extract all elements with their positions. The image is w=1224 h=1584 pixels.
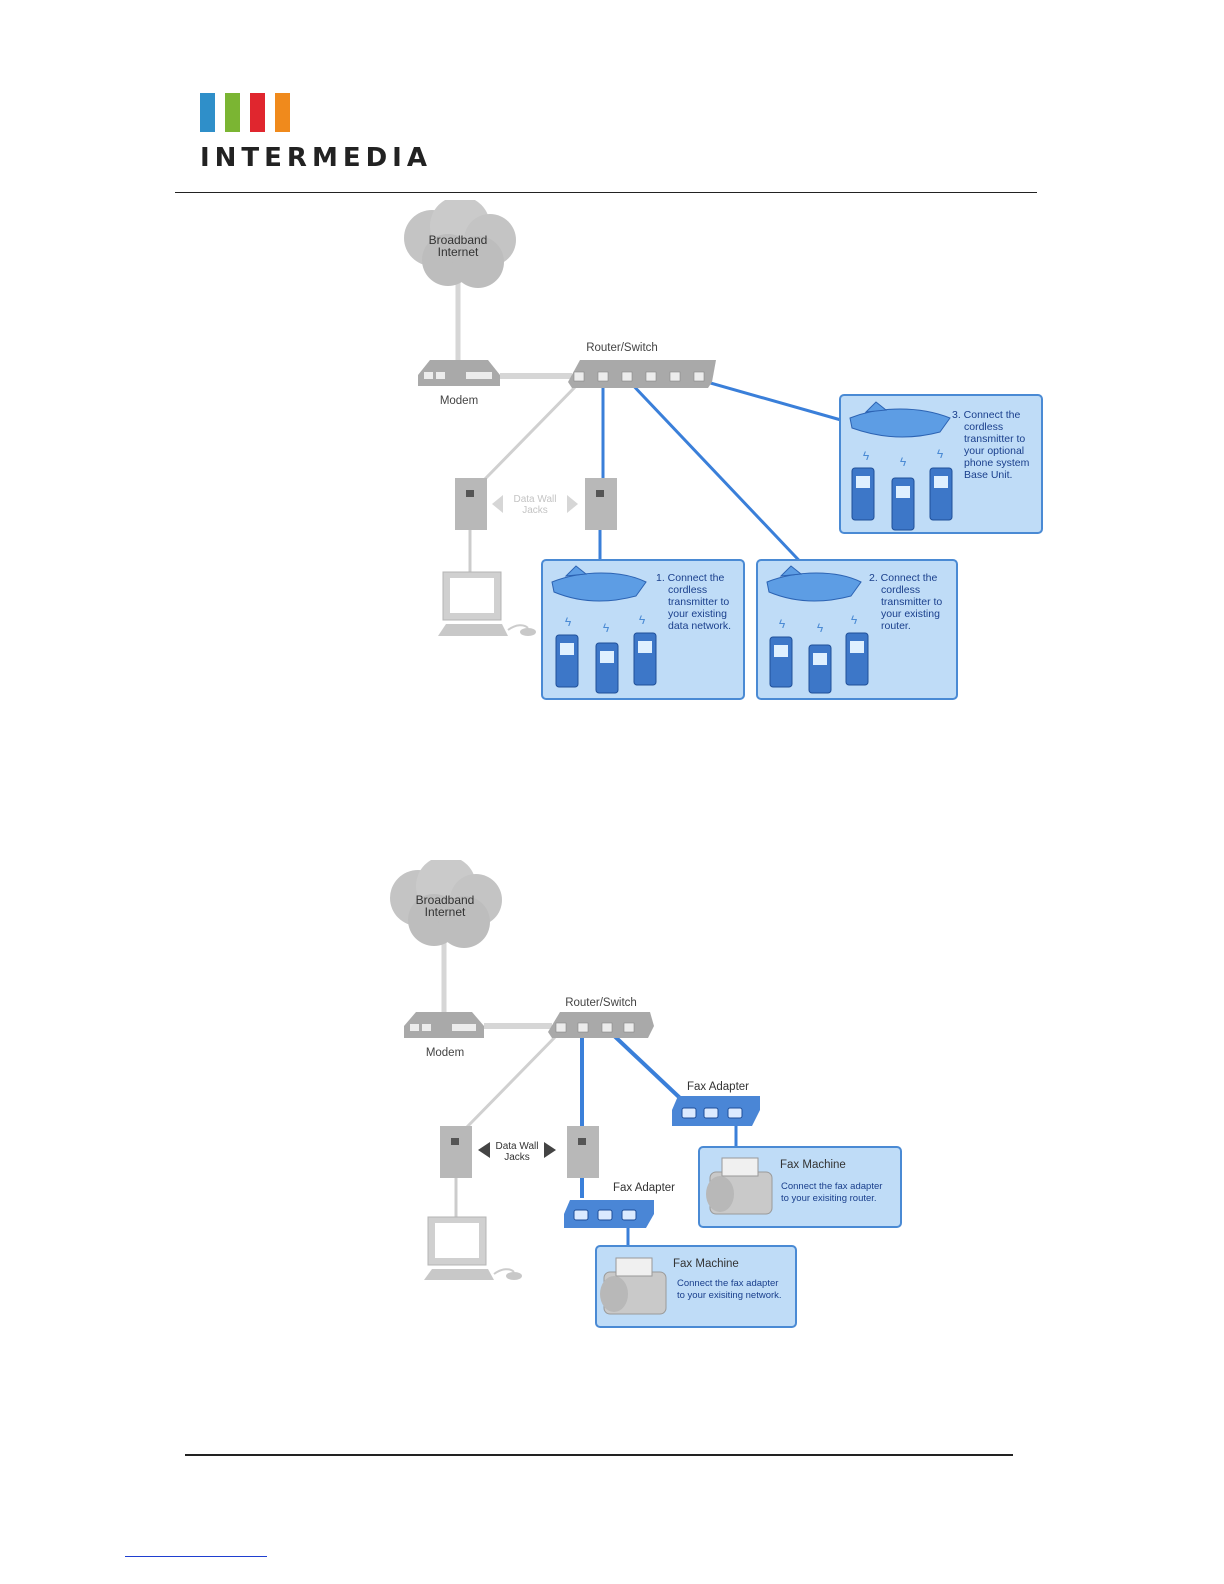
cordless-transmitter-icon xyxy=(551,565,647,602)
router-panel3-cable xyxy=(699,378,849,424)
handset-icon xyxy=(633,632,657,686)
jacks-label-line1: Data Wall xyxy=(514,494,557,505)
router-label: Router/Switch xyxy=(586,342,658,354)
wall-jack-right xyxy=(567,1126,599,1178)
signal-icon: ϟ xyxy=(863,449,870,463)
handset-icon xyxy=(929,467,953,521)
signal-icon: ϟ xyxy=(565,615,572,629)
cordless-transmitter-icon xyxy=(766,565,862,602)
broadband-cloud: Broadband Internet xyxy=(390,860,502,948)
logo-bar-green xyxy=(225,93,240,132)
fax-adapter-network: Fax Adapter xyxy=(564,1182,675,1228)
modem-device: Modem xyxy=(418,360,500,407)
modem-label: Modem xyxy=(440,395,478,407)
fax-adapter-router: Fax Adapter xyxy=(672,1081,760,1126)
router-adapter-cable xyxy=(606,1028,682,1100)
logo-bars xyxy=(200,93,432,132)
handset-icon xyxy=(595,642,619,694)
handset-icon xyxy=(845,632,869,686)
logo-wordmark: INTERMEDIA xyxy=(200,143,432,173)
fax-machine-router-panel: Fax Machine Connect the fax adapter to y… xyxy=(698,1146,902,1228)
step2-line: cordless xyxy=(881,584,920,596)
step3-line: Base Unit. xyxy=(964,469,1012,481)
data-wall-jacks-arrow: Data Wall Jacks xyxy=(492,494,578,516)
jacks-label-line1: Data Wall xyxy=(496,1141,539,1152)
cloud-label-line1: Broadband xyxy=(416,893,475,907)
header-divider xyxy=(175,192,1037,193)
step2-line: 2. Connect the xyxy=(869,572,937,584)
step3-line: transmitter to xyxy=(964,433,1025,445)
router-jack-left-cable xyxy=(482,380,582,482)
jacks-label-line2: Jacks xyxy=(522,505,548,516)
step1-line: data network. xyxy=(668,620,731,632)
signal-icon: ϟ xyxy=(603,621,610,635)
footer-link-underline xyxy=(125,1556,267,1557)
cloud-label-line2: Internet xyxy=(425,905,466,919)
modem-device: Modem xyxy=(404,1012,484,1059)
logo-bar-blue xyxy=(200,93,215,132)
handset-icon xyxy=(851,467,875,521)
step3-line: 3. Connect the xyxy=(952,409,1020,421)
base-unit-panel: ϟ ϟ ϟ 3. Connect the cordless transmitte… xyxy=(839,394,1043,534)
cloud-label-line2: Internet xyxy=(438,245,479,259)
step3-line: your optional xyxy=(964,445,1024,457)
logo-bar-orange xyxy=(275,93,290,132)
step1-line: your existing xyxy=(668,608,727,620)
data-network-panel: ϟ ϟ ϟ 1. Connect the cordless transmitte… xyxy=(541,559,745,700)
fax-adapter-label: Fax Adapter xyxy=(687,1081,749,1093)
modem-label: Modem xyxy=(426,1047,464,1059)
router-fax-note-line: to your exisiting router. xyxy=(781,1193,877,1204)
step2-line: transmitter to xyxy=(881,596,942,608)
computer-icon xyxy=(438,571,536,636)
step2-line: router. xyxy=(881,620,911,632)
cordless-transmitter-icon xyxy=(849,401,951,438)
jacks-label-line2: Jacks xyxy=(504,1152,530,1163)
fax-machine-icon xyxy=(706,1157,773,1215)
network-fax-note-line: to your exisiting network. xyxy=(677,1290,782,1301)
fax-adapter-diagram: Broadband Internet Modem Router/Switch D… xyxy=(390,860,902,1328)
step2-line: your existing xyxy=(881,608,940,620)
signal-icon: ϟ xyxy=(639,613,646,627)
fax-adapter-label: Fax Adapter xyxy=(613,1182,675,1194)
signal-icon: ϟ xyxy=(937,447,944,461)
router-panel2-cable xyxy=(626,378,812,574)
step3-line: phone system xyxy=(964,457,1030,469)
step1-line: 1. Connect the xyxy=(656,572,724,584)
step1-line: transmitter to xyxy=(668,596,729,608)
wall-jack-left xyxy=(455,478,487,530)
signal-icon: ϟ xyxy=(817,621,824,635)
fax-machine-label: Fax Machine xyxy=(673,1258,739,1270)
router-fax-note-line: Connect the fax adapter xyxy=(781,1181,882,1192)
fax-machine-icon xyxy=(600,1257,667,1315)
intermedia-logo: INTERMEDIA xyxy=(200,93,432,173)
signal-icon: ϟ xyxy=(900,455,907,469)
computer-icon xyxy=(424,1216,522,1280)
broadband-cloud: Broadband Internet xyxy=(404,200,516,288)
handset-icon xyxy=(891,477,915,531)
fax-machine-label: Fax Machine xyxy=(780,1159,846,1171)
signal-icon: ϟ xyxy=(779,617,786,631)
fax-machine-network-panel: Fax Machine Connect the fax adapter to y… xyxy=(595,1245,797,1328)
wall-jack-left xyxy=(440,1126,472,1178)
step1-line: cordless xyxy=(668,584,707,596)
footer-divider xyxy=(185,1454,1013,1456)
existing-router-panel: ϟ ϟ ϟ 2. Connect the cordless transmitte… xyxy=(756,559,958,700)
handset-icon xyxy=(769,636,793,688)
network-fax-note-line: Connect the fax adapter xyxy=(677,1278,778,1289)
data-wall-jacks-arrow: Data Wall Jacks xyxy=(478,1141,556,1163)
router-label: Router/Switch xyxy=(565,997,637,1009)
handset-icon xyxy=(555,634,579,688)
step3-line: cordless xyxy=(964,421,1003,433)
signal-icon: ϟ xyxy=(851,613,858,627)
wall-jack-right xyxy=(585,478,617,530)
handset-icon xyxy=(808,644,832,694)
router-switch-device: Router/Switch xyxy=(548,997,654,1038)
logo-bar-red xyxy=(250,93,265,132)
router-jack-left-cable xyxy=(464,1030,562,1130)
cloud-label-line1: Broadband xyxy=(429,233,488,247)
router-switch-device: Router/Switch xyxy=(568,342,716,388)
cordless-phone-diagram: Broadband Internet Modem Router/Switch D… xyxy=(404,200,1043,700)
